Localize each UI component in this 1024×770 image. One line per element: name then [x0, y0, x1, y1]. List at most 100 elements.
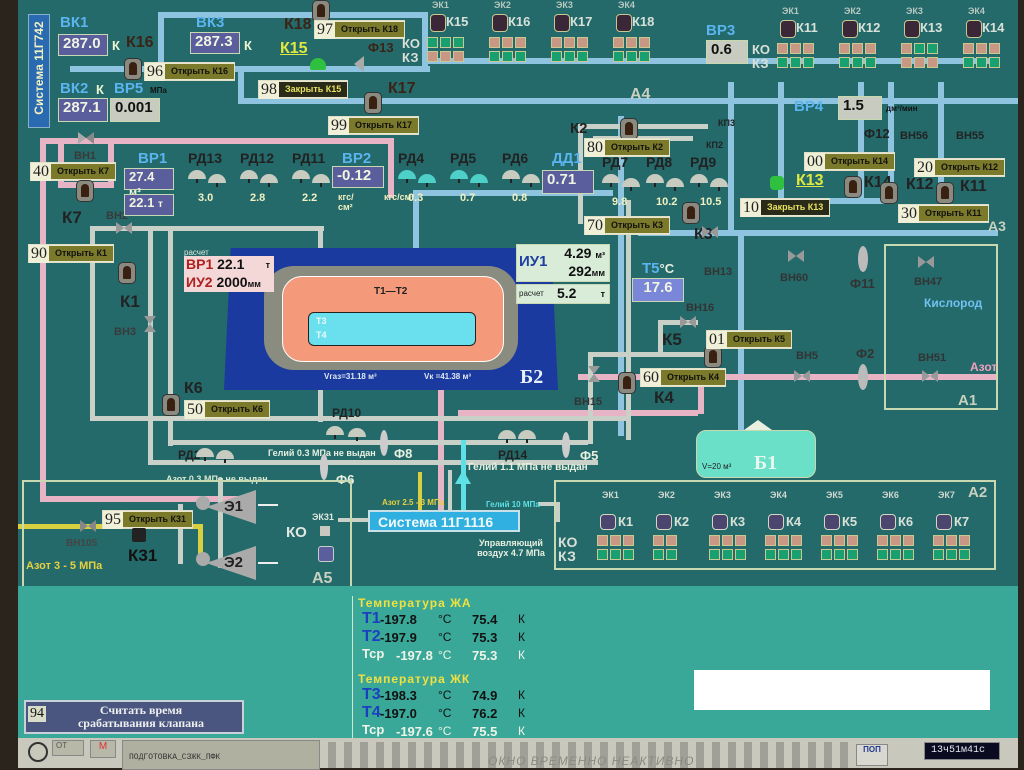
unit-kelvin: К	[518, 724, 525, 738]
vn51-valve[interactable]	[922, 370, 938, 382]
regulator-value: 2.8	[250, 192, 266, 204]
ek-valve-indicator[interactable]	[880, 514, 896, 530]
vr4-unit: дм³/мин	[886, 104, 918, 113]
k18-valve[interactable]	[312, 0, 330, 22]
k12-valve[interactable]	[880, 182, 898, 204]
kz-indicator	[709, 549, 720, 560]
nitrogen-03-label: Азот 0.3 МПа не выдан	[166, 474, 268, 484]
tank-b2-vk: Vк =41.38 м³	[424, 372, 472, 381]
vr1-label: ВР1	[138, 150, 168, 167]
f6-label: Ф6	[336, 472, 355, 487]
vk1-unit: К	[112, 38, 120, 53]
kz-indicator	[890, 549, 901, 560]
nitrogen-label: Азот	[970, 360, 998, 374]
vn105-valve[interactable]	[80, 520, 96, 532]
ko-indicator	[515, 37, 526, 48]
ek-valve-indicator[interactable]	[966, 20, 982, 38]
regulator-label: РД12	[240, 150, 275, 166]
ek-label: ЭК6	[882, 490, 899, 500]
ek-valve-indicator[interactable]	[554, 14, 570, 32]
ek-valve-indicator[interactable]	[780, 20, 796, 38]
ek-label: ЭК4	[770, 490, 787, 500]
tank-b1-name: Б1	[754, 452, 778, 474]
regulator-icon	[666, 178, 684, 191]
k7-valve[interactable]	[76, 180, 94, 202]
k2-valve[interactable]	[620, 118, 638, 140]
ek-valve-indicator[interactable]	[768, 514, 784, 530]
ek-valve-indicator[interactable]	[492, 14, 508, 32]
t5-value: 17.6	[632, 278, 684, 302]
rd2-reg-1	[196, 448, 214, 461]
ek-valve-indicator[interactable]	[430, 14, 446, 32]
ek-valve-indicator[interactable]	[600, 514, 616, 530]
unit-celsius: °С	[438, 688, 452, 702]
ek-valve-indicator[interactable]	[904, 20, 920, 38]
ek-valve-indicator[interactable]	[842, 20, 858, 38]
ek-valve-indicator[interactable]	[824, 514, 840, 530]
ek-k-label: К2	[674, 514, 690, 529]
ek-valve-indicator[interactable]	[656, 514, 672, 530]
system-11g1116-button[interactable]: Система 11Г1116	[368, 510, 520, 532]
vn5-valve[interactable]	[794, 370, 810, 382]
mode-ot-button[interactable]: ОТ	[52, 740, 84, 756]
tank-b2-vgas: Vгаз=31.18 м³	[324, 372, 377, 381]
clock-dial-icon[interactable]	[28, 742, 48, 762]
regulator-icon	[470, 174, 488, 187]
k1-valve[interactable]	[118, 262, 136, 284]
kz-indicator	[803, 57, 814, 68]
k11-valve[interactable]	[936, 182, 954, 204]
pop-button[interactable]: ПОП	[856, 744, 888, 766]
ko-indicator	[551, 37, 562, 48]
k15-valve[interactable]	[310, 58, 326, 70]
mode-m-button[interactable]: М	[90, 740, 116, 758]
k6-valve[interactable]	[162, 394, 180, 416]
regulator-unit: кгс/см²	[338, 192, 354, 212]
vn16-valve[interactable]	[680, 316, 696, 328]
ko-indicator	[765, 535, 776, 546]
k16-valve[interactable]	[124, 58, 142, 80]
k13-valve[interactable]	[770, 176, 784, 190]
ek-valve-indicator[interactable]	[712, 514, 728, 530]
vn60-valve[interactable]	[788, 250, 804, 262]
ek-k-label: К4	[786, 514, 802, 529]
k31-valve[interactable]	[132, 528, 146, 542]
ek-valve-indicator[interactable]	[616, 14, 632, 32]
ek-k-label: К14	[982, 20, 1005, 35]
ek-valve-indicator[interactable]	[936, 514, 952, 530]
kz-indicator	[903, 549, 914, 560]
ek31-indicator[interactable]	[318, 546, 334, 562]
kz-label: КЗ	[558, 548, 576, 564]
k4-valve[interactable]	[618, 372, 636, 394]
k14-valve[interactable]	[844, 176, 862, 198]
kz-indicator	[597, 549, 608, 560]
vn2-valve[interactable]	[116, 222, 132, 234]
k17-valve[interactable]	[364, 92, 382, 114]
vn47-valve[interactable]	[918, 256, 934, 268]
f13-filter	[354, 56, 364, 72]
unit-kelvin: К	[518, 612, 525, 626]
k3-valve[interactable]	[682, 202, 700, 224]
ek-label: ЭК7	[938, 490, 955, 500]
vn13-valve[interactable]	[702, 226, 718, 238]
helium-11-label: Гелий 1.1 МПа не выдан	[468, 462, 588, 473]
vn1-valve[interactable]	[78, 132, 94, 144]
read-valve-time-button[interactable]: 94 Считать время срабатывания клапана	[24, 700, 244, 734]
k5-valve[interactable]	[704, 346, 722, 368]
